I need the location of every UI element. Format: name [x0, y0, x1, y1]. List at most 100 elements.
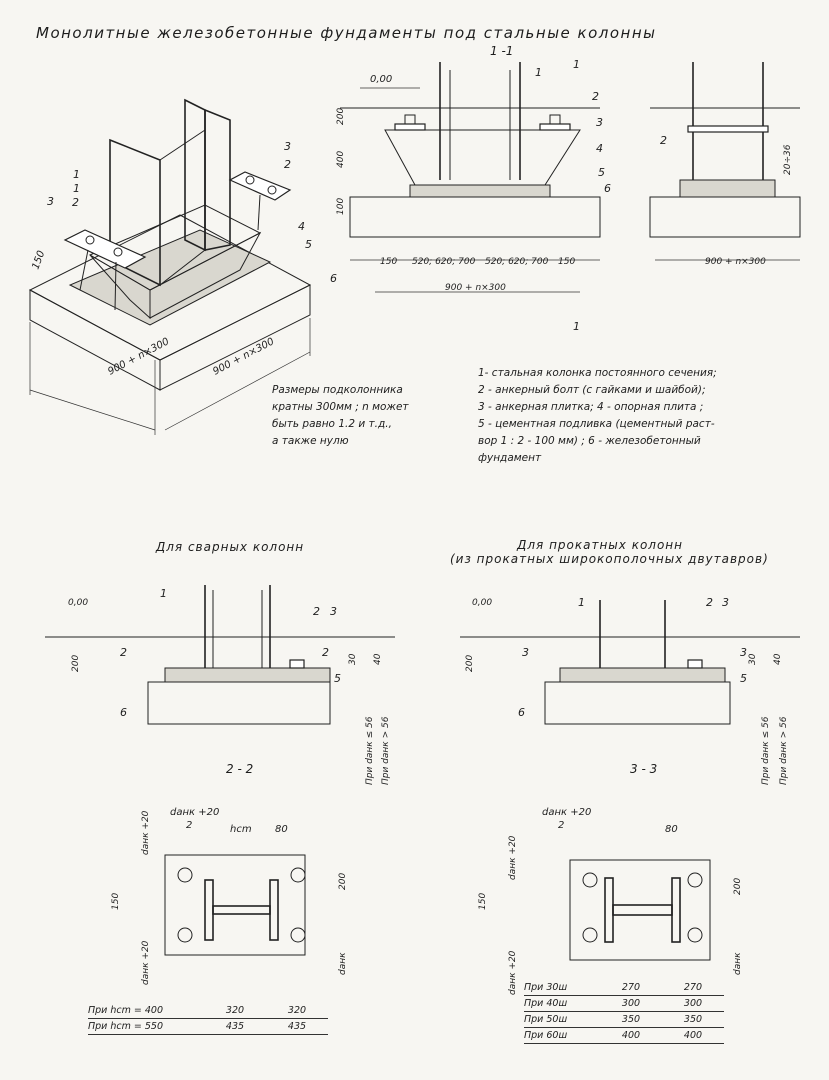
- dim-520-b: 520; 620; 700: [485, 257, 549, 267]
- table-cell-label: При hcm = 400: [88, 1003, 204, 1019]
- table-cell: 270: [662, 980, 724, 996]
- section-3-3-label: 3 - 3: [630, 762, 658, 776]
- note-line-3: быть равно 1.2 и т.д.,: [272, 418, 392, 430]
- note-line-1: Размеры подколонника: [272, 384, 403, 396]
- page-title: Монолитные железобетонные фундаменты под…: [36, 24, 657, 42]
- table-cell: 435: [204, 1018, 266, 1035]
- rolled-elevation: 0,00 200 30 40 При dанк ≤ 56 При dанк > …: [460, 596, 800, 785]
- section-rolled-title-line-1: Для прокатных колонн: [516, 538, 683, 552]
- callout-1a: 1: [73, 168, 80, 181]
- isometric-view: 900 + n×300 900 + n×300 150 1 1 2 3 3 2 …: [28, 98, 337, 435]
- table-cell: 300: [662, 995, 724, 1012]
- s11-dim-20-36: 20÷36: [783, 144, 793, 175]
- w-callout-3: 3: [330, 605, 337, 618]
- p33-dank20-bot: dанк +20: [508, 950, 518, 995]
- w-cut-2-right: 2: [322, 646, 329, 659]
- welded-gt56: При dанк > 56: [381, 716, 391, 785]
- section-welded-title: Для сварных колонн: [155, 540, 305, 554]
- table-cell-label: При 30ш: [524, 980, 600, 996]
- table-row: При 40ш 300 300: [524, 995, 724, 1012]
- p33-200: 200: [733, 878, 743, 895]
- iso-dim-left: 900 + n×300: [106, 336, 171, 377]
- callout-3b: 3: [284, 140, 291, 153]
- fe-callout-6: 6: [604, 182, 611, 195]
- table-cell: 300: [600, 995, 662, 1012]
- table-cell: 270: [600, 980, 662, 996]
- welded-dim-30: 30: [348, 653, 358, 665]
- r-cut-3-right: 3: [740, 646, 747, 659]
- cut-1-top: 1: [573, 58, 580, 71]
- fe-callout-3: 3: [596, 116, 603, 129]
- r-callout-5: 5: [740, 672, 747, 685]
- r-callout-3: 3: [722, 596, 729, 609]
- r-callout-1: 1: [578, 596, 585, 609]
- p33-dank: dанк: [733, 952, 743, 975]
- table-row: При 60ш 400 400: [524, 1027, 724, 1044]
- rolled-elev-mark: 0,00: [472, 598, 492, 608]
- welded-le56: При dанк ≤ 56: [365, 716, 375, 785]
- elev-mark: 0,00: [370, 74, 392, 85]
- note: Размеры подколонника кратны 300мм ; n мо…: [272, 382, 409, 450]
- iso-dim-150: 150: [30, 249, 47, 271]
- note-line-4: а также нулю: [272, 435, 349, 447]
- r-cut-3-left: 3: [522, 646, 529, 659]
- welded-dim-40: 40: [373, 653, 383, 665]
- legend-line-4: 5 - цементная подливка (цементный раст-: [478, 418, 715, 430]
- p33-150: 150: [478, 893, 488, 910]
- rolled-le56: При dанк ≤ 56: [761, 716, 771, 785]
- dim-100: 100: [336, 198, 346, 215]
- legend: 1- стальная колонка постоянного сечения;…: [478, 365, 717, 467]
- p22-dank20-bot: dанк +20: [141, 940, 151, 985]
- rolled-gt56: При dанк > 56: [779, 716, 789, 785]
- welded-elev-mark: 0,00: [68, 598, 88, 608]
- legend-line-6: фундамент: [478, 452, 542, 464]
- table-cell-label: При 50ш: [524, 1011, 600, 1028]
- table-cell: 350: [662, 1011, 724, 1028]
- table-cell: 400: [600, 1027, 662, 1044]
- p22-dank20-top: dанк +20: [141, 810, 151, 855]
- welded-elevation: 0,00 200 30 40 При dанк ≤ 56 При dанк > …: [45, 585, 395, 785]
- w-cut-2-left: 2: [120, 646, 127, 659]
- table-rolled: При 30ш 270 270 При 40ш 300 300 При 50ш …: [524, 980, 724, 1044]
- legend-line-5: вор 1 : 2 - 100 мм) ; 6 - железобетонный: [478, 435, 701, 447]
- section-rolled-title: Для прокатных колонн (из прокатных широк…: [450, 538, 769, 566]
- dim-900: 900 + n×300: [445, 283, 506, 293]
- w-callout-5: 5: [334, 672, 341, 685]
- p22-150: 150: [111, 893, 121, 910]
- rolled-dim-40: 40: [773, 653, 783, 665]
- table-cell-label: При 40ш: [524, 995, 600, 1012]
- table-cell: 350: [600, 1011, 662, 1028]
- callout-1b: 1: [73, 182, 80, 195]
- p22-dank20-2: dанк +20: [170, 807, 219, 818]
- table-row: При 50ш 350 350: [524, 1011, 724, 1028]
- w-callout-2: 2: [313, 605, 320, 618]
- welded-dim-200: 200: [71, 655, 81, 672]
- legend-line-1: 1- стальная колонка постоянного сечения;: [478, 367, 717, 379]
- table-cell-label: При hcm = 550: [88, 1018, 204, 1035]
- p22-hcm: hcm: [230, 824, 252, 835]
- table-cell: 320: [204, 1003, 266, 1019]
- w-callout-6: 6: [120, 706, 127, 719]
- section-2-2-label: 2 - 2: [226, 762, 254, 776]
- fe-callout-5: 5: [598, 166, 605, 179]
- note-line-2: кратны 300мм ; n может: [272, 401, 409, 413]
- section-1-1: 900 + n×300 20÷36 2: [649, 62, 801, 267]
- callout-3a: 3: [47, 195, 54, 208]
- s11-callout-2: 2: [660, 134, 667, 147]
- plan-3-3: 80 dанк +20 2 dанк +20 dанк +20 150 200 …: [478, 807, 743, 995]
- legend-line-2: 2 - анкерный болт (с гайками и шайбой);: [478, 384, 706, 396]
- p33-80: 80: [665, 824, 678, 835]
- legend-line-3: 3 - анкерная плитка; 4 - опорная плита ;: [478, 401, 704, 413]
- section-rolled-title-line-2: (из прокатных широкополочных двутавров): [450, 552, 769, 566]
- rolled-dim-30: 30: [748, 653, 758, 665]
- table-cell-label: При 60ш: [524, 1027, 600, 1044]
- dim-520-a: 520; 620; 700: [412, 257, 476, 267]
- callout-4: 4: [298, 220, 305, 233]
- front-elevation: 0,00 200 400 100 150 520; 620; 700 520; …: [336, 58, 611, 333]
- dim-400: 400: [336, 151, 346, 168]
- p22-dank: dанк: [338, 952, 348, 975]
- table-row: При 30ш 270 270: [524, 980, 724, 996]
- callout-5: 5: [305, 238, 312, 251]
- fe-callout-2: 2: [592, 90, 599, 103]
